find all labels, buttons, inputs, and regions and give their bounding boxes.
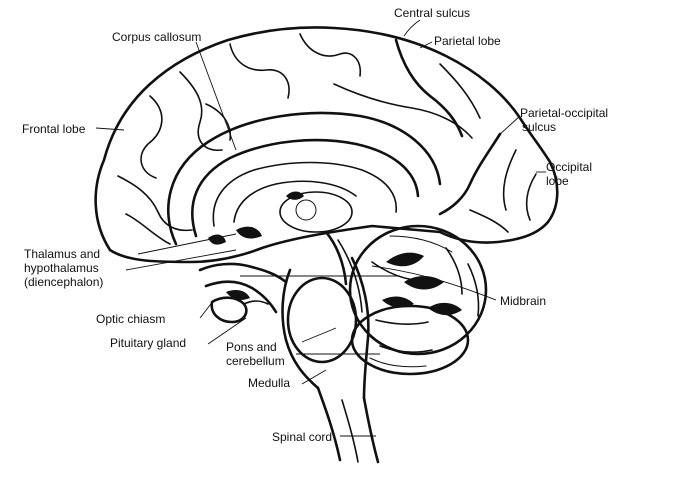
cerebellum-outline <box>348 224 488 356</box>
label-occipital-lobe-line1: Occipital <box>546 160 593 174</box>
cerebellum-lower-lobe <box>350 304 470 376</box>
brainstem-right-edge <box>350 256 370 400</box>
cerebellum-fold <box>379 345 433 353</box>
leader-parietal-occipital <box>497 115 521 137</box>
label-midbrain: Midbrain <box>500 294 547 308</box>
label-occipital-lobe-line2: lobe <box>546 174 569 188</box>
label-pons-line2: cerebellum <box>226 354 285 368</box>
leader-parietal-lobe <box>419 41 433 49</box>
arbor-vitae-shade <box>382 296 414 308</box>
leader-frontal-lobe <box>95 127 125 131</box>
leader-medulla <box>301 369 327 385</box>
parieto-occipital-sulcus-line <box>438 132 502 216</box>
fourth-ventricle-line <box>337 239 363 313</box>
cortex-fold <box>469 209 509 233</box>
corpus-callosum-outer <box>191 138 420 238</box>
cortex-fold <box>525 173 537 221</box>
label-spinal-cord: Spinal cord <box>272 430 333 444</box>
leader-optic-chiasm <box>199 299 215 319</box>
cortex-fold <box>117 175 193 232</box>
pituitary-gland-shape <box>210 296 248 324</box>
label-optic-chiasm: Optic chiasm <box>96 312 166 326</box>
optic-chiasm-shape <box>204 280 278 314</box>
thalamus-core <box>295 199 317 221</box>
central-sulcus-line <box>394 38 464 138</box>
fornix-arc <box>233 180 357 223</box>
medulla-left <box>316 386 342 462</box>
cingulate-arc <box>166 111 442 246</box>
brainstem-left-edge <box>281 268 320 390</box>
label-central-sulcus: Central sulcus <box>394 6 471 20</box>
label-pons-line1: Pons and <box>226 340 277 354</box>
cortex-fold <box>502 149 517 211</box>
medulla-right <box>362 396 380 464</box>
pituitary-stalk <box>243 300 269 305</box>
cortex-fold <box>439 63 481 119</box>
cortex-fold <box>299 33 362 77</box>
third-ventricle-shade <box>286 191 304 200</box>
cortex-fold <box>333 83 473 139</box>
label-thalamus-line1: Thalamus and <box>24 247 101 261</box>
cerebellum-fold <box>375 319 429 325</box>
leader-pituitary-gland <box>207 317 247 345</box>
label-pituitary-gland: Pituitary gland <box>110 336 187 350</box>
hypothalamus-outline <box>198 262 288 284</box>
leader-central-sulcus <box>403 19 421 37</box>
cerebellum-fold <box>389 235 453 253</box>
diencephalon-shade <box>236 226 262 239</box>
label-thalamus-line3: (diencephalon) <box>24 275 104 289</box>
arbor-vitae-shade <box>428 302 462 316</box>
label-medulla: Medulla <box>248 376 291 390</box>
cortex-fold <box>205 103 232 141</box>
label-parietal-occipital-sulcus-line2: sulcus <box>522 120 557 134</box>
leader-midbrain <box>371 265 497 301</box>
pons-bulge <box>286 276 358 364</box>
leader-hypothalamus <box>125 249 237 271</box>
cortex-fold <box>140 95 163 179</box>
label-parietal-occipital-sulcus-line1: Parietal-occipital <box>520 106 609 120</box>
cerebellum-fold <box>369 357 427 368</box>
cortex-fold <box>125 213 171 245</box>
arbor-vitae-shade <box>404 276 444 290</box>
leader-thalamus <box>137 233 237 255</box>
cerebellum-fold <box>467 263 480 317</box>
thalamus-mass <box>279 191 353 233</box>
leader-pons <box>301 327 337 343</box>
leader-corpus-callosum <box>195 41 237 151</box>
label-thalamus-line2: hypothalamus <box>24 261 99 275</box>
label-frontal-lobe: Frontal lobe <box>22 122 86 136</box>
cerebellum-fold <box>445 247 463 295</box>
label-corpus-callosum: Corpus callosum <box>112 30 202 44</box>
cerebellum-fold <box>371 261 415 281</box>
label-parietal-lobe: Parietal lobe <box>434 34 501 48</box>
cerebrum-outline <box>94 26 559 264</box>
arbor-vitae-shade <box>386 252 424 267</box>
spinal-cord-center <box>341 399 359 463</box>
cortex-fold <box>179 71 223 151</box>
corpus-callosum-inner <box>212 161 397 227</box>
cortex-fold <box>229 43 290 99</box>
midbrain-tube <box>324 230 348 286</box>
